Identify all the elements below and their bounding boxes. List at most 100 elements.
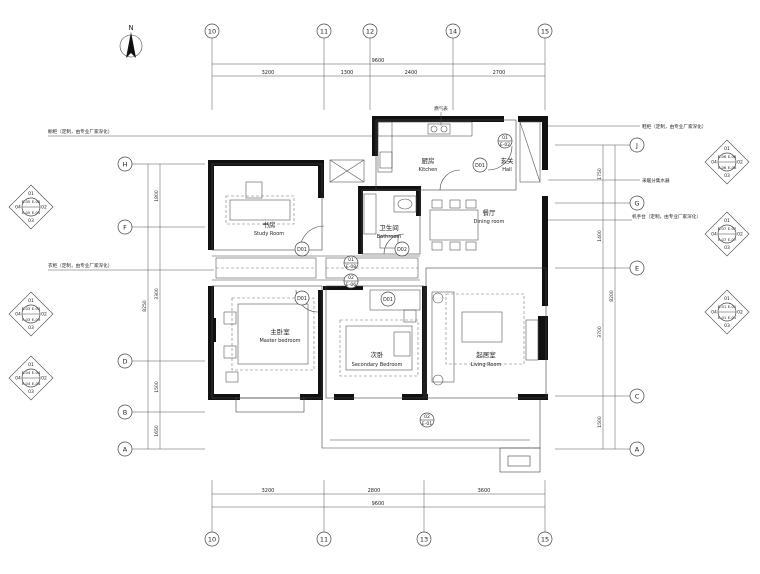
index-n: 01 [724,146,730,152]
study-furniture [225,181,295,225]
door-tag: D01 [383,297,393,303]
index-tr: E-01 [728,304,737,309]
index-tr: E-04 [32,370,41,375]
grid-right-label: J [635,142,638,150]
room-hall-en: Hall [502,167,512,173]
index-bl: E-06 [718,165,727,170]
wardrobes [215,257,419,279]
index-tl: E-06 [718,154,727,159]
annotation-washer: 机手台（定制，由专业厂家深化） [632,213,701,220]
dim-left-seg: 3300 [154,288,160,300]
bathroom-fixtures [363,193,417,249]
index-br: E-04 [32,381,41,386]
grid-left: H F D B A 1800 3300 1500 1650 8250 [117,156,205,457]
section-mark-top: 02 [424,414,430,420]
index-mark-right-2: 01 04 02 03 E-07 E-07 E-07 E-07 [704,211,750,257]
grid-bottom-label: 11 [320,536,328,544]
index-n: 01 [28,362,34,368]
kitchen-fixtures [329,121,541,183]
grid-left-label: A [123,446,128,454]
index-s: 03 [28,325,34,331]
grid-right-label: C [635,393,640,401]
grid-right-label: E [635,265,639,273]
door-tag: D01 [475,163,485,169]
index-n: 01 [28,191,34,197]
door-swings [295,145,513,313]
room-dining-cn: 餐厅 [483,208,497,217]
room-master-cn: 主卧室 [270,327,290,336]
index-br: E-06 [728,165,737,170]
grid-right-label: G [634,200,639,208]
index-tl: E-03 [22,306,31,311]
index-bl: E-07 [718,237,727,242]
living-furniture [431,291,539,386]
grid-right-label: A [635,446,640,454]
index-mark-left-1: 01 04 02 03 E-05 E-05 E-05 E-05 [8,184,54,230]
dim-left-seg: 1650 [154,425,160,437]
grid-left-label: H [123,161,128,169]
index-tl: E-07 [718,226,727,231]
grid-top-label: 10 [208,28,216,36]
room-bathroom-cn: 卫生间 [379,223,399,232]
north-arrow: N [119,24,143,58]
door-tag: D02 [397,247,407,253]
index-w: 04 [15,376,21,382]
room-master-en: Master bedroom [259,338,300,344]
index-tl: E-01 [718,304,727,309]
index-w: 04 [711,232,717,238]
index-e: 02 [737,310,743,316]
index-mark-right-3: 01 04 02 03 E-01 E-01 E-01 E-01 [704,289,750,335]
grid-top-label: 11 [320,28,328,36]
north-label: N [128,24,133,32]
index-tr: E-05 [32,199,41,204]
index-br: E-07 [728,237,737,242]
index-mark-right-1: 01 04 02 03 E-06 E-06 E-06 E-06 [704,139,750,185]
grid-right: J G E C A 1750 1400 3700 1500 8200 [555,137,645,457]
index-bl: E-03 [22,317,31,322]
index-mark-left-2: 01 04 02 03 E-03 E-03 E-03 E-03 [8,291,54,337]
grid-top: 10 11 12 14 15 9600 3200 1300 2400 2700 [204,23,553,110]
index-tl: E-05 [22,199,31,204]
room-living-cn: 起居室 [476,350,496,359]
annotation-cabinet: 橱柜（定制，由专业厂家深化） [48,128,112,135]
room-labels: 厨房 Kitchen 玄关 Hall 书房 Study Room 卫生间 Bat… [254,156,514,368]
grid-bottom-label: 13 [420,536,428,544]
dim-right-seg: 3700 [597,326,603,338]
index-bl: E-05 [22,210,31,215]
index-tr: E-03 [32,306,41,311]
annotations: 橱柜（定制，由专业厂家深化） 衣柜（定制，由专业厂家深化） 燃气表 鞋柜（定制，… [48,105,706,271]
index-br: E-05 [32,210,41,215]
index-tr: E-07 [728,226,737,231]
grid-bottom-label: 10 [208,536,216,544]
grid-bottom-label: 15 [541,536,549,544]
index-e: 02 [737,160,743,166]
section-mark-bottom: E-06 [346,282,356,288]
grid-top-label: 15 [541,28,549,36]
dim-right-seg: 1400 [597,230,603,242]
grid-top-label: 12 [366,28,374,36]
index-e: 02 [41,376,47,382]
annotation-wardrobe: 衣柜（定制，由专业厂家深化） [48,262,112,269]
room-kitchen-en: Kitchen [419,167,438,173]
annotation-shoe-cabinet: 鞋柜（定制，由专业厂家深化） [642,123,706,130]
index-n: 01 [724,218,730,224]
annotation-water-heater: 采暖分集水器 [642,177,670,184]
grid-bottom: 3200 2800 3600 9600 10 11 13 15 [204,480,553,547]
partitions [211,119,547,473]
index-tl: E-04 [22,370,31,375]
room-hall-cn: 玄关 [501,156,515,165]
index-w: 04 [711,160,717,166]
index-s: 03 [28,218,34,224]
room-study-en: Study Room [254,231,284,237]
dim-bottom-seg: 2800 [368,488,381,494]
dim-top-seg: 3200 [262,70,275,76]
dim-top-seg: 1300 [341,70,354,76]
room-study-cn: 书房 [263,220,276,229]
index-n: 01 [28,298,34,304]
index-tr: E-06 [728,154,737,159]
section-mark-top: 01 [348,257,354,263]
master-bed [223,297,315,383]
index-w: 04 [15,312,21,318]
